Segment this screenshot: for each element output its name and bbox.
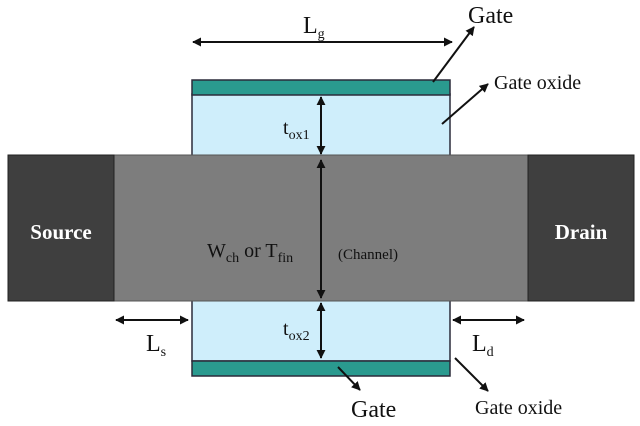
- gate-oxide-top-label: Gate oxide: [494, 72, 582, 94]
- gate-bottom-label: Gate: [351, 397, 397, 423]
- gate-top-pointer: [432, 26, 475, 83]
- gate-oxide-bottom-label: Gate oxide: [475, 397, 563, 419]
- tox1-label: tox1: [283, 117, 310, 143]
- bottom-gate: [191, 360, 451, 377]
- gate-bottom-pointer: [337, 366, 361, 391]
- source-region: [7, 154, 115, 302]
- gate-oxide-bottom-pointer: [454, 357, 489, 392]
- gate-oxide-top-pointer: [441, 83, 489, 125]
- gate-top-label: Gate: [468, 3, 514, 29]
- ls-label: Ls: [146, 331, 167, 360]
- tox2-label: tox2: [283, 318, 310, 344]
- drain-region: [527, 154, 635, 302]
- top-gate: [191, 79, 451, 96]
- lg-label: Lg: [303, 13, 325, 42]
- source-label: Source: [30, 220, 92, 244]
- ld-label: Ld: [472, 331, 494, 360]
- channel-width-label: Wch or Tfin: [207, 240, 294, 266]
- channel-label: (Channel): [338, 247, 398, 263]
- drain-label: Drain: [554, 220, 608, 244]
